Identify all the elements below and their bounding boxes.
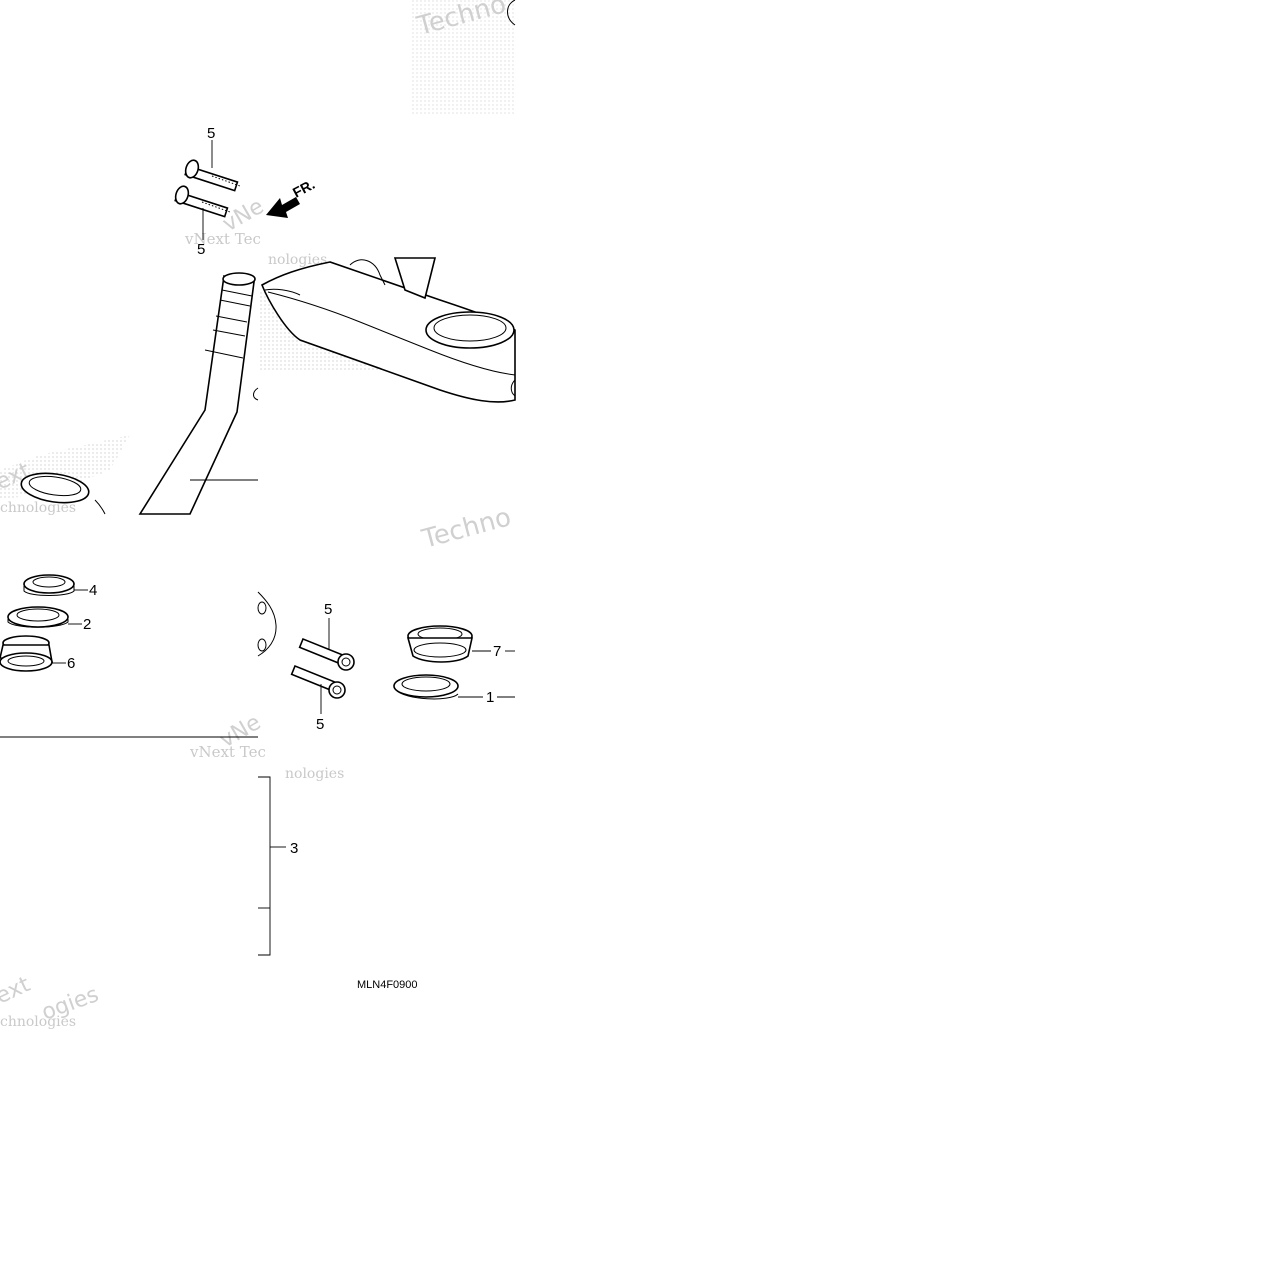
watermark-technologies: nologies	[285, 766, 344, 782]
watermark-vnext: vNext Tec	[184, 230, 261, 248]
flange-bolt-lower-b[interactable]	[290, 664, 346, 699]
callout-5: 5	[316, 716, 324, 733]
callout-4: 4	[89, 582, 97, 599]
callout-5: 5	[197, 241, 205, 258]
callout-5: 5	[324, 601, 332, 618]
tapered-roller-bearing-lower[interactable]	[406, 625, 473, 663]
watermark-technologies: nologies	[268, 252, 327, 268]
drawing-code: MLN4F0900	[357, 979, 418, 991]
fr-label: FR.	[290, 176, 317, 201]
fragment-edge	[510, 379, 516, 397]
callout-2: 2	[83, 616, 91, 633]
leader-bracket	[258, 776, 271, 956]
callout-1: 1	[486, 689, 494, 706]
tapered-roller-bearing-upper[interactable]	[0, 635, 53, 672]
watermark-technologies: chnologies	[0, 1014, 76, 1030]
watermark-vnext: vNext Tec	[189, 743, 266, 761]
dust-seal-lower[interactable]	[393, 674, 459, 700]
steering-stem-lock-nut[interactable]	[23, 574, 75, 596]
steering-stem[interactable]	[138, 272, 256, 515]
stem-bracket-fragment	[257, 591, 277, 657]
flange-bolt-upper-b[interactable]	[174, 185, 231, 218]
dust-seal-upper[interactable]	[7, 606, 69, 628]
fragment-edge	[253, 387, 259, 401]
callout-5: 5	[207, 125, 215, 142]
watermark-techno: Techno	[418, 502, 514, 555]
honda-logo-watermark-top	[412, 0, 515, 115]
callout-7: 7	[493, 643, 501, 660]
flange-bolt-upper-a[interactable]	[184, 159, 241, 192]
callout-3: 3	[290, 840, 298, 857]
fragment-edge	[507, 0, 516, 26]
watermark-vnext: ext	[0, 972, 34, 1010]
flange-bolt-lower-a[interactable]	[298, 637, 355, 671]
steering-head-fragment	[20, 472, 106, 515]
watermark-technologies: chnologies	[0, 500, 76, 516]
front-direction-arrow: FR.	[266, 176, 317, 218]
top-bridge[interactable]	[260, 257, 516, 403]
callout-6: 6	[67, 655, 75, 672]
